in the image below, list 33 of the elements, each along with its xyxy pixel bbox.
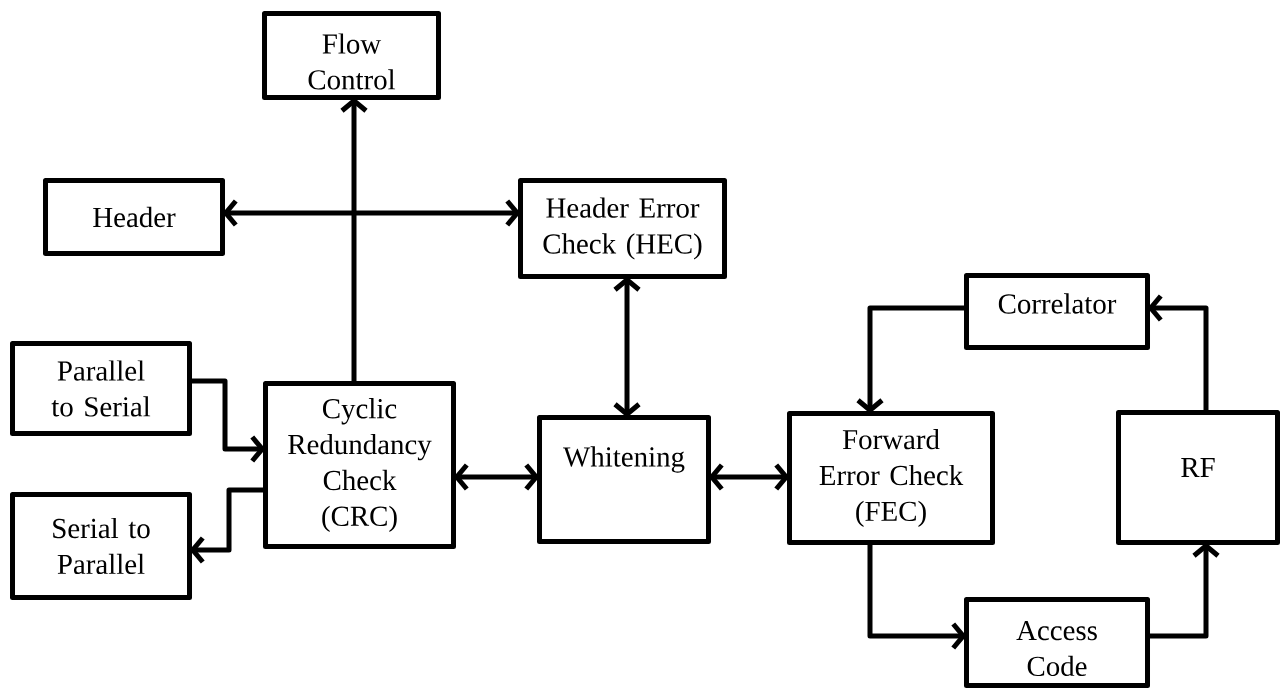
process-box (10, 492, 192, 600)
process-box (964, 597, 1150, 688)
node-label: Header (93, 206, 176, 228)
arrow (708, 463, 790, 491)
node-label: Cyclic Redundancy Check (CRC) (288, 398, 432, 532)
process-box (10, 341, 192, 436)
process-box (262, 11, 441, 100)
arrow (189, 378, 266, 463)
process-box (787, 411, 995, 545)
arrow (1147, 294, 1209, 413)
arrow (453, 463, 540, 491)
arrow (189, 487, 266, 564)
arrow (340, 97, 368, 384)
node-label: Parallel to Serial (51, 360, 151, 417)
node-label: Flow Control (308, 33, 396, 90)
process-box (537, 415, 711, 544)
arrow (1147, 542, 1220, 639)
node-label: RF (1181, 458, 1215, 477)
arrow (867, 542, 967, 650)
process-box (263, 381, 456, 549)
process-box (518, 178, 727, 279)
process-box (43, 178, 225, 256)
node-label: Serial to Parallel (53, 517, 150, 575)
arrow (613, 276, 641, 418)
node-label: Header Error Check (HEC) (543, 197, 702, 260)
node-label: Forward Error Check (FEC) (819, 429, 964, 527)
node-label: Correlator (998, 293, 1117, 314)
node-label: Access Code (1016, 620, 1097, 677)
node-label: Whitening (563, 446, 685, 473)
arrow (222, 199, 521, 227)
process-box (1116, 410, 1280, 545)
process-box (964, 273, 1150, 350)
arrow (856, 305, 967, 414)
